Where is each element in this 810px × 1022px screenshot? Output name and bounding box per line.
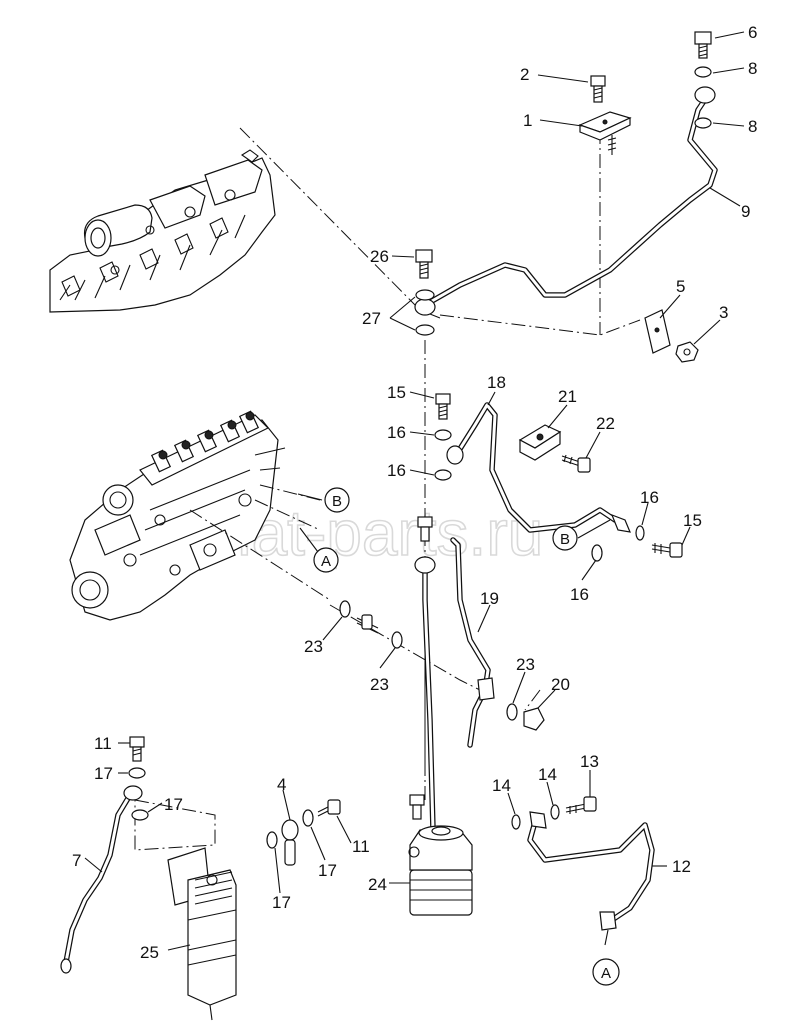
callout-24: 24 [368,875,387,894]
callout-16c: 16 [640,488,659,507]
washer-17a [128,767,146,779]
washer-27a [415,289,435,301]
ref-b-upper: B [332,493,342,510]
callout-4: 4 [277,775,286,794]
bolt-13 [565,796,597,814]
callout-16: 16 [387,423,406,442]
washer-23b [391,631,403,649]
bolt-15a [435,393,451,420]
washer-27b [415,324,435,336]
callout-5: 5 [676,277,685,296]
callout-11b: 11 [352,837,370,856]
engine-block-drawing [49,149,276,313]
nut-3 [675,341,699,363]
callout-17d: 17 [318,861,337,880]
callout-20: 20 [551,675,570,694]
fuel-pipe-12 [527,811,655,931]
callout-23b: 23 [370,675,389,694]
ref-a-upper: A [321,553,331,570]
callout-9: 9 [741,202,750,221]
ref-b-lower: B [560,531,570,548]
callout-3: 3 [719,303,728,322]
washer-14b [550,804,560,820]
callout-2: 2 [520,65,529,84]
bolt-11b [317,799,341,817]
callout-18: 18 [487,373,506,392]
callout-19: 19 [480,589,499,608]
washer-23a [339,600,351,618]
callout-8b: 8 [748,117,757,136]
bolt-2 [590,75,606,103]
assembly-lines [134,127,641,851]
callout-11: 11 [94,734,112,753]
washer-17b [131,809,149,821]
bolt-15b [651,542,683,558]
fuel-pipe-vertical [414,516,436,833]
callout-15: 15 [387,383,406,402]
callout-6: 6 [748,23,757,42]
fuel-pipe-9 [414,86,718,316]
banjo-4 [281,819,299,866]
washer-16b [434,469,452,481]
callout-17: 17 [94,764,113,783]
callout-27: 27 [362,309,381,328]
washer-14a [511,814,521,830]
banjo-bolt-23 [356,614,379,634]
callout-21: 21 [558,387,577,406]
callout-17c: 17 [272,893,291,912]
bolt-11a [129,736,145,762]
fuel-filter-25 [167,847,237,1021]
washer-16c [635,525,645,541]
callout-14b: 14 [538,765,557,784]
callout-14: 14 [492,776,511,795]
clamp-5 [644,309,671,354]
banjo-bolt-26 [415,249,433,279]
cap-20 [523,707,545,731]
banjo-bolt-6 [694,31,712,59]
callout-15b: 15 [683,511,702,530]
callout-25: 25 [140,943,159,962]
callout-16d: 16 [570,585,589,604]
callout-17b: 17 [164,795,183,814]
washer-17c [266,831,278,849]
callout-26: 26 [370,247,389,266]
leader-lines [84,31,745,951]
callout-8: 8 [748,59,757,78]
callout-16b: 16 [387,461,406,480]
ref-a-lower: A [601,965,611,982]
callout-22: 22 [596,414,615,433]
washer-8a [694,66,712,78]
callout-7: 7 [72,851,81,870]
fuel-pipe-7 [60,785,143,974]
callout-1: 1 [523,111,532,130]
callout-numbers: 6 8 8 9 2 1 5 3 26 27 15 16 16 18 21 22 … [72,23,757,962]
bolt-22 [561,454,591,473]
washer-16d [591,544,603,562]
bracket-1 [578,111,632,155]
callout-23c: 23 [516,655,535,674]
washer-17d [302,809,314,827]
fuel-pipe-18 [446,402,631,533]
washer-8b [694,117,712,129]
callout-12: 12 [672,857,691,876]
washer-23c [506,703,518,721]
washer-16a [434,429,452,441]
callout-13: 13 [580,752,599,771]
callout-23: 23 [304,637,323,656]
fuel-filter-24 [408,794,473,916]
reference-markers: B A B A [313,487,620,986]
fuel-pipe-19 [450,537,495,748]
injection-pump-drawing [69,410,286,621]
clamp-21 [518,424,562,461]
